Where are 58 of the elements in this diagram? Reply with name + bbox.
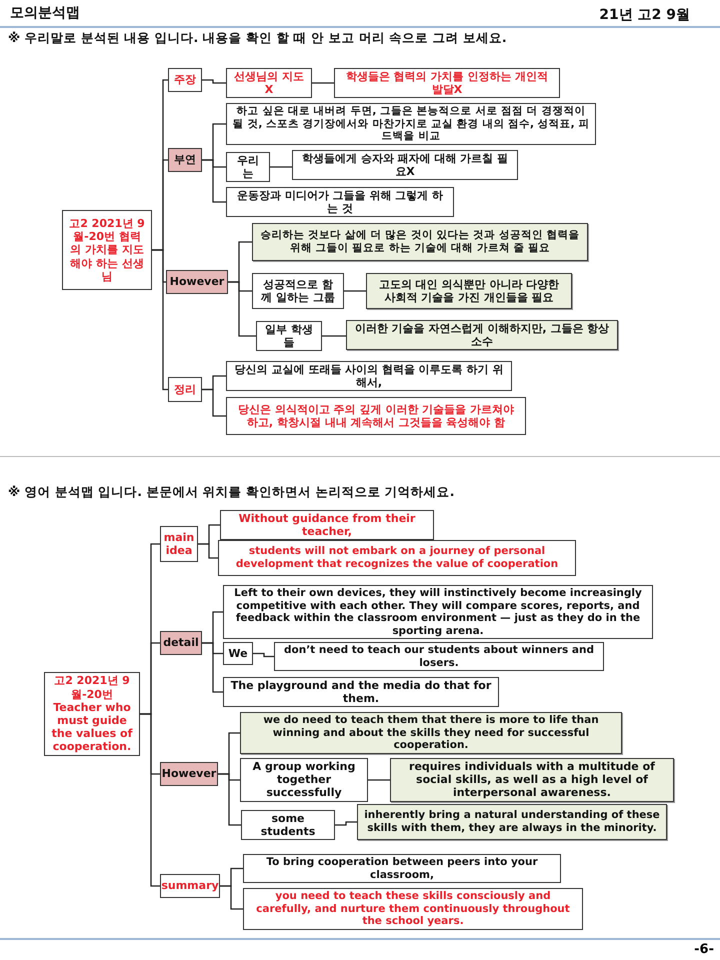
highlight-box: requires individuals with a multitude of social skills, as well as a high level of interpersonal awareness.: [390, 758, 674, 802]
topic-box: 고2 2021년 9월-20번 Teacher who must guide the values of cooperation.: [44, 672, 140, 756]
text-box: 운동장과 미디어가 그들을 위해 그렇게 하는 것: [226, 187, 454, 218]
category-box: However: [166, 270, 228, 294]
topic-box: students will not embark on a journey of personal development that recognizes the value of cooperation: [218, 540, 576, 576]
topic-box: Without guidance from their teacher,: [220, 510, 434, 540]
connector-line: [253, 652, 274, 658]
connector-line: [202, 159, 226, 203]
highlight-box: we do need to teach them that there is more to life than winning and about the skills they need for successful cooperation.: [240, 712, 622, 754]
topic-box: main idea: [160, 526, 198, 562]
text-box: 학생들에게 승자와 패자에 대해 가르칠 필요X: [292, 150, 518, 180]
text-box: 당신의 교실에 또래들 사이의 협력을 이루도록 하기 위해서,: [226, 361, 512, 392]
topic-box: 선생님의 지도X: [226, 68, 312, 98]
text-box: 일부 학생들: [256, 321, 322, 352]
highlight-box: 이러한 기술을 자연스럽게 이해하지만, 그들은 항상 소수: [346, 320, 618, 350]
connector-line: [218, 773, 241, 826]
text-box: Left to their own devices, they will instinctively become increasingly competitive with each other. They will compare scores, reports, and feedback within the classroom environment — just as they do in the sporting arena.: [223, 585, 653, 640]
highlight-box: inherently bring a natural understanding of these skills with them, they are always in the minority.: [357, 804, 667, 840]
connector-line: [322, 335, 346, 337]
category-box: detail: [160, 631, 202, 655]
topic-box: 정리: [168, 377, 202, 402]
connector-line: [152, 249, 168, 390]
connector-line: [202, 642, 223, 693]
topic-box: you need to teach these skills consciously and carefully, and nurture them continuously throughout the school years.: [243, 888, 583, 930]
text-box: To bring cooperation between peers into your classroom,: [243, 854, 561, 884]
text-box: We: [223, 642, 253, 665]
connector-line: [140, 713, 160, 887]
connector-line: [270, 166, 292, 168]
topic-box: summary: [160, 874, 220, 898]
instruction-text: ※ 우리말로 분석된 내용 입니다. 내용을 확인 할 때 안 보고 머리 속으로 그려 보세요.: [8, 30, 507, 47]
topic-box: 고2 2021년 9월-20번 협력의 가치를 지도해야 하는 선생님: [62, 210, 152, 290]
topic-box: 주장: [168, 68, 202, 92]
page-number: -6-: [694, 942, 714, 957]
topic-box: 당신은 의식적이고 주의 깊게 이러한 기술들을 가르쳐야 하고, 학창시절 내내 계속해서 그것들을 육성해야 함: [226, 397, 526, 435]
connector-line: [312, 82, 334, 84]
text-box: some students: [241, 810, 335, 840]
text-box: The playground and the media do that for them.: [223, 677, 499, 708]
topic-box: 학생들은 협력의 가치를 인정하는 개인적 발달X: [334, 68, 560, 98]
highlight-box: 승리하는 것보다 삶에 더 많은 것이 있다는 것과 성공적인 협력을 위해 그들이 필요로 하는 기술에 대해 가르쳐 줄 필요: [252, 223, 588, 261]
text-box: 우리는: [226, 152, 270, 182]
connector-line: [202, 388, 226, 417]
connector-line: [198, 543, 218, 559]
category-box: However: [160, 762, 218, 786]
exam-label: 21년 고2 9월: [599, 6, 690, 24]
text-box: don’t need to teach our students about winners and losers.: [274, 642, 604, 672]
connector-line: [368, 779, 390, 781]
connector-line: [228, 281, 256, 337]
connector-line: [202, 79, 226, 84]
text-box: 성공적으로 함께 일하는 그룹: [252, 273, 344, 309]
connector-line: [220, 885, 243, 910]
highlight-box: 고도의 대인 의식뿐만 아니라 다양한 사회적 기술을 가진 개인들을 필요: [366, 273, 572, 309]
text-box: 하고 싶은 대로 내버려 두면, 그들은 본능적으로 서로 점점 더 경쟁적이 될 것, 스포츠 경기장에서와 마찬가지로 교실 환경 내의 점수, 성적표, 피드백을 비교: [226, 103, 596, 145]
page-title: 모의분석맵: [10, 4, 80, 22]
instruction-text: ※ 영어 분석맵 입니다. 본문에서 위치를 확인하면서 논리적으로 기억하세요.: [8, 484, 454, 501]
category-box: 부연: [168, 148, 202, 172]
text-box: A group working together successfully: [240, 758, 368, 802]
connector-line: [344, 290, 366, 292]
connector-line: [335, 821, 357, 826]
